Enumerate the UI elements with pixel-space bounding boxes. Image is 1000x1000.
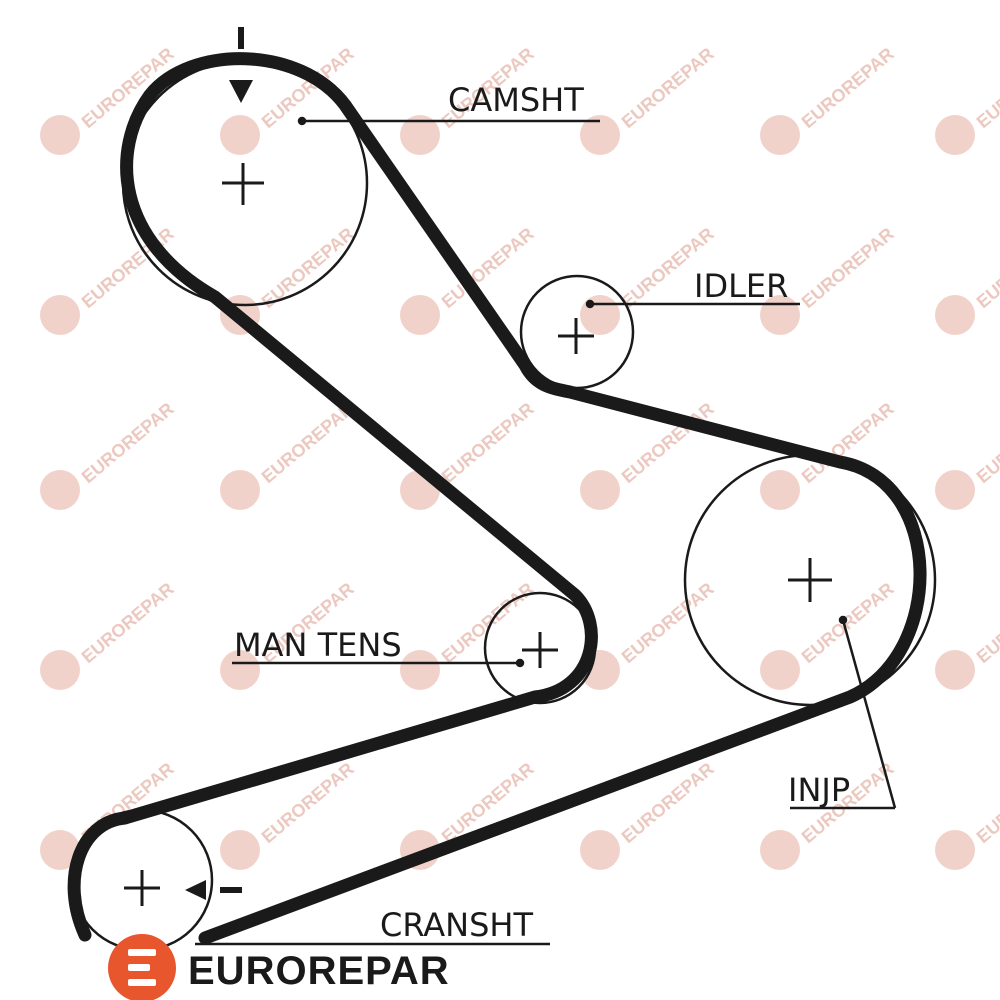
- watermark-layer: EUROREPAR EUROREPAR EUROREPAR EUROREPAR EURO…: [40, 44, 1000, 870]
- watermark-logo-icon: [40, 470, 80, 510]
- watermark-logo-icon: [220, 115, 260, 155]
- watermark-logo-icon: [760, 650, 800, 690]
- watermark-text: EUROREPAR: [973, 579, 1000, 667]
- plus-icon: [222, 163, 264, 205]
- idler-label: IDLER: [694, 267, 788, 305]
- brand-logo: EUROREPAR: [108, 934, 450, 1000]
- watermark-mark: EUROREPAR: [580, 44, 718, 155]
- watermark-logo-icon: [220, 830, 260, 870]
- watermark-logo-icon: [760, 830, 800, 870]
- left-triangle-icon: [185, 880, 206, 900]
- watermark-mark: EUROREPAR: [935, 759, 1000, 870]
- watermark-mark: EUROREPAR: [220, 399, 358, 510]
- watermark-logo-icon: [220, 650, 260, 690]
- pulley-outlines: [70, 59, 937, 952]
- eurorepar-e-logo-icon: [108, 934, 176, 1000]
- watermark-text: EUROREPAR: [438, 399, 538, 487]
- watermark-logo-icon: [760, 115, 800, 155]
- watermark-mark: EUROREPAR: [760, 44, 898, 155]
- crankshaft-label: CRANSHT: [380, 906, 533, 944]
- watermark-text: EUROREPAR: [973, 224, 1000, 312]
- injection-pump-label: INJP: [788, 771, 850, 809]
- watermark-logo-icon: [400, 295, 440, 335]
- watermark-text: EUROREPAR: [78, 579, 178, 667]
- watermark-logo-icon: [935, 295, 975, 335]
- leader-lines: [195, 116, 897, 946]
- plus-icon: [558, 318, 594, 354]
- watermark-logo-icon: [400, 115, 440, 155]
- watermark-logo-icon: [580, 470, 620, 510]
- watermark-text: EUROREPAR: [798, 224, 898, 312]
- watermark-text: EUROREPAR: [973, 44, 1000, 132]
- watermark-text: EUROREPAR: [258, 224, 358, 312]
- watermark-logo-icon: [935, 115, 975, 155]
- watermark-logo-icon: [40, 115, 80, 155]
- watermark-mark: EUROREPAR: [935, 579, 1000, 690]
- manual-tensioner-label: MAN TENS: [234, 626, 402, 664]
- watermark-text: EUROREPAR: [798, 44, 898, 132]
- watermark-logo-icon: [935, 650, 975, 690]
- watermark-text: EUROREPAR: [973, 759, 1000, 847]
- watermark-mark: EUROREPAR: [935, 224, 1000, 335]
- plus-icon: [124, 870, 160, 906]
- watermark-logo-icon: [580, 295, 620, 335]
- watermark-text: EUROREPAR: [973, 399, 1000, 487]
- watermark-text: EUROREPAR: [618, 579, 718, 667]
- watermark-mark: EUROREPAR: [400, 399, 538, 510]
- watermark-mark: EUROREPAR: [40, 579, 178, 690]
- brand-name: EUROREPAR: [188, 949, 450, 993]
- camshaft-timing-line: [238, 27, 244, 49]
- plus-icon: [788, 558, 832, 602]
- watermark-mark: EUROREPAR: [935, 44, 1000, 155]
- watermark-text: EUROREPAR: [78, 399, 178, 487]
- plus-icon: [522, 632, 558, 668]
- watermark-logo-icon: [580, 830, 620, 870]
- watermark-mark: EUROREPAR: [400, 579, 538, 690]
- watermark-mark: EUROREPAR: [935, 399, 1000, 510]
- watermark-logo-icon: [40, 650, 80, 690]
- timing-belt: [67, 52, 927, 945]
- watermark-logo-icon: [40, 830, 80, 870]
- watermark-logo-icon: [760, 470, 800, 510]
- watermark-logo-icon: [40, 295, 80, 335]
- watermark-text: EUROREPAR: [798, 579, 898, 667]
- watermark-logo-icon: [220, 470, 260, 510]
- watermark-logo-icon: [935, 470, 975, 510]
- down-triangle-icon: [229, 80, 253, 103]
- watermark-text: EUROREPAR: [78, 224, 178, 312]
- camshaft-label: CAMSHT: [448, 81, 584, 119]
- watermark-logo-icon: [580, 115, 620, 155]
- watermark-logo-icon: [400, 650, 440, 690]
- crankshaft-timing-line: [220, 887, 242, 893]
- watermark-mark: EUROREPAR: [40, 399, 178, 510]
- watermark-logo-icon: [935, 830, 975, 870]
- watermark-text: EUROREPAR: [438, 579, 538, 667]
- watermark-text: EUROREPAR: [618, 44, 718, 132]
- center-marks: [124, 163, 832, 906]
- watermark-text: EUROREPAR: [258, 399, 358, 487]
